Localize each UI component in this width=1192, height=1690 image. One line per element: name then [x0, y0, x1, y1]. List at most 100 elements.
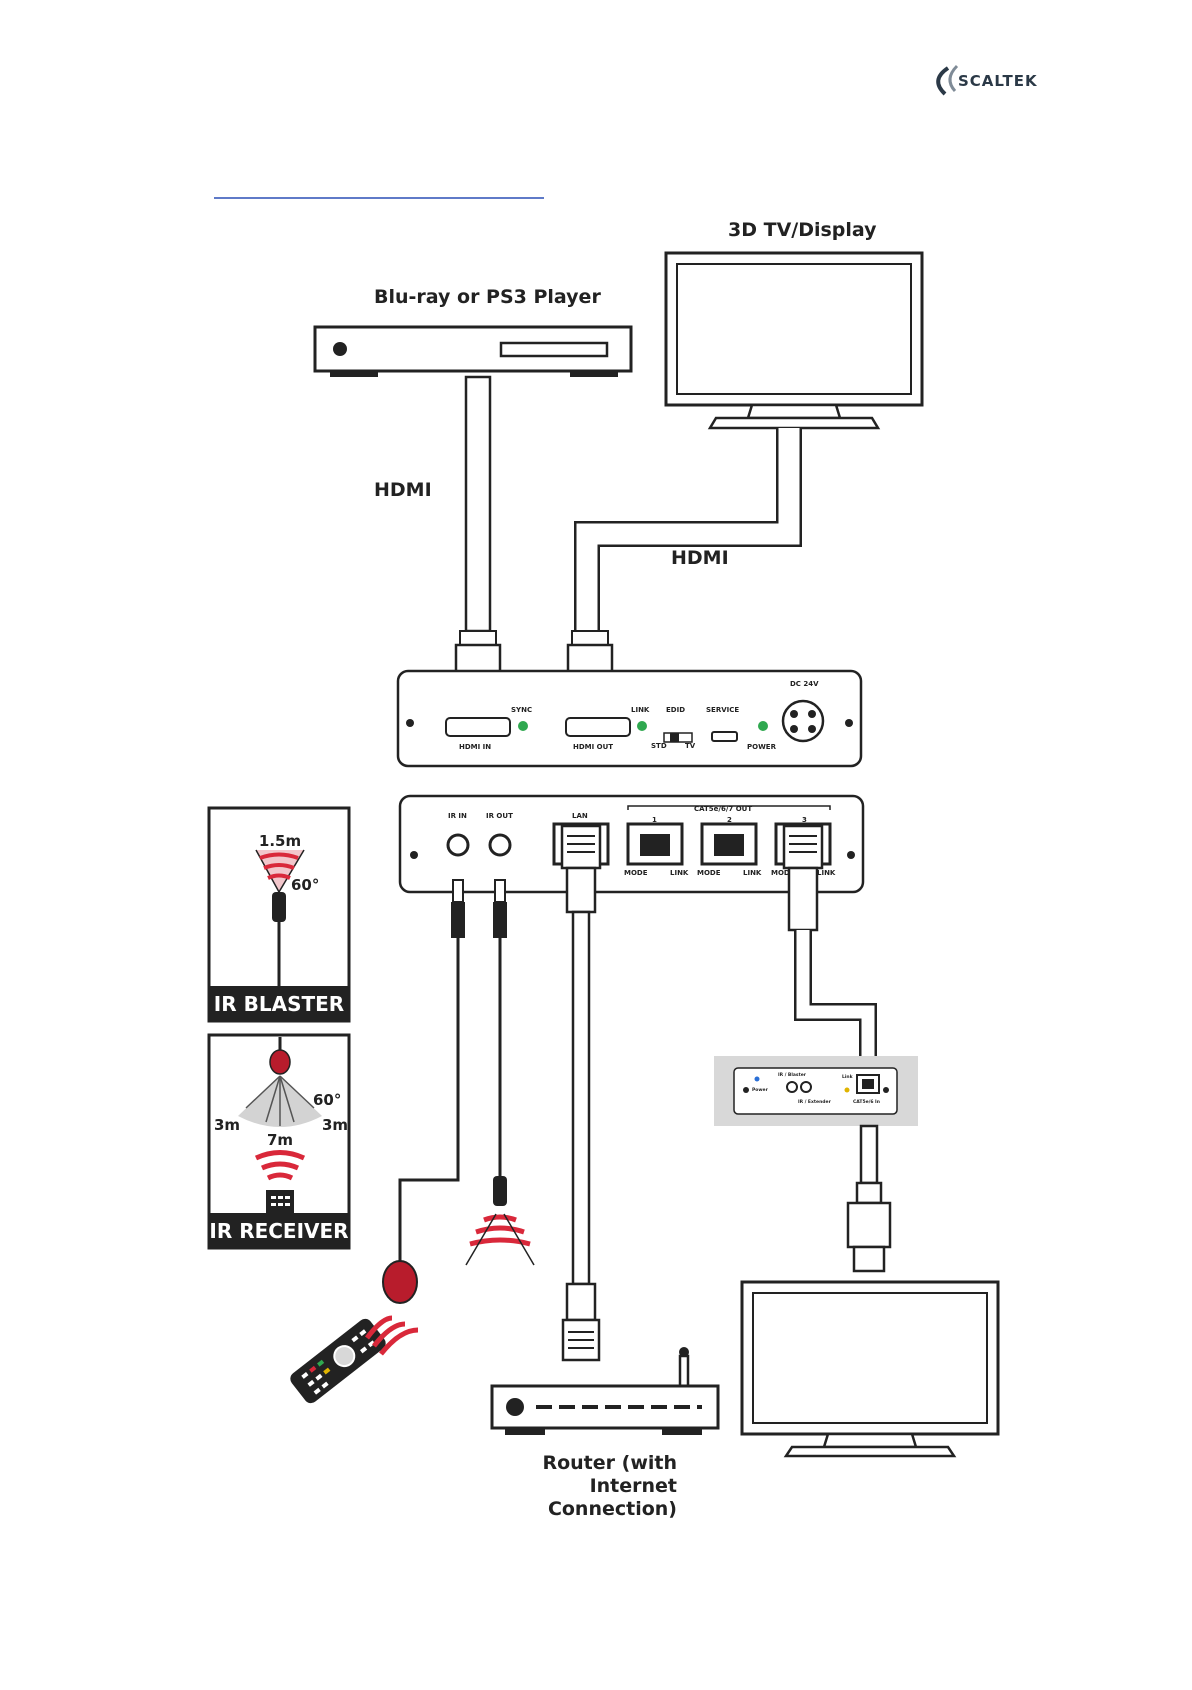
remote-nav-pad	[333, 1345, 356, 1368]
hdmi-in-cable-label: HDMI	[374, 479, 432, 501]
ir-receiver-box: IR RECEIVER 60° 3m 3m 7m	[207, 1033, 351, 1250]
receiver-ir-extender-label: IR / Extender	[798, 1099, 832, 1105]
link-led	[637, 721, 647, 731]
ir-receiver-remote	[266, 1190, 294, 1213]
receiver-power-label: Power	[752, 1087, 769, 1093]
tv-bottom-neck	[822, 1432, 918, 1449]
ir-in-receiver-eye	[382, 1260, 418, 1304]
cat-port-1-number: 1	[652, 816, 657, 824]
tv-bottom-screen	[752, 1292, 988, 1424]
hdmi-output-plug-collar	[571, 630, 609, 646]
edid-switch-knob	[670, 733, 679, 742]
receiver-hdmi-collar	[855, 1181, 883, 1205]
scaltek-logo: SCALTEK	[936, 64, 1037, 96]
lan-cable-wire	[571, 910, 591, 1286]
dc-pin-2	[808, 710, 816, 718]
router-label-line2: Internet	[590, 1475, 677, 1497]
ir-receiver-wave-3	[266, 1172, 294, 1181]
hdmi-out-cable-label: HDMI	[671, 547, 729, 569]
ir-blaster-range: 1.5m	[259, 832, 301, 850]
router-label-line3: Connection)	[548, 1498, 677, 1520]
remote-button-4	[307, 1379, 315, 1387]
player-disc-slot	[499, 341, 609, 358]
cat-port-1-link-label: LINK	[670, 869, 689, 877]
router-antenna-tip	[679, 1347, 689, 1357]
ir-out-cone-left	[465, 1213, 497, 1266]
remote-button-1	[301, 1372, 309, 1379]
ir-out-plug-tip	[494, 879, 506, 903]
ir-receiver-remote-key-5	[278, 1203, 283, 1206]
cat-cable	[794, 930, 877, 1064]
tv-display-top	[664, 251, 924, 430]
hdmi-input-plug-collar	[459, 630, 497, 646]
ir-in-jack	[446, 833, 470, 857]
ir-blaster-wave-1	[267, 873, 291, 880]
ir-receiver-angle: 60°	[313, 1091, 341, 1109]
player-power-button	[333, 342, 347, 356]
remote-button-2	[309, 1365, 317, 1373]
ir-receiver-remote-key-4	[271, 1203, 276, 1206]
receiver-hdmi-plug-tip	[852, 1245, 886, 1273]
ir-receiver-remote-key-6	[285, 1203, 290, 1206]
receiver-screw-left	[743, 1087, 749, 1093]
hdmi-in-port	[445, 717, 511, 737]
ir-out-label: IR OUT	[486, 812, 513, 820]
lan-plug-bottom-boot	[565, 1282, 597, 1322]
front-screw-left	[406, 719, 414, 727]
service-usb-port	[711, 731, 738, 742]
cat-port-2-mode-label: MODE	[697, 869, 721, 877]
cat-plug-top	[782, 824, 824, 932]
ir-receiver-title-bar	[209, 1213, 349, 1248]
router-antenna	[678, 1354, 690, 1388]
edid-std-label: STD	[651, 742, 667, 750]
ir-receiver-arrow-mid-right	[279, 1075, 295, 1123]
bluray-player	[313, 325, 633, 377]
ir-out-jack	[488, 833, 512, 857]
tv-display-bottom	[740, 1280, 1000, 1458]
logo-swoosh-icon	[936, 66, 950, 96]
front-screw-right	[845, 719, 853, 727]
router-power-button	[506, 1398, 524, 1416]
display-label: 3D TV/Display	[728, 219, 877, 241]
tv-top-screen	[676, 263, 912, 395]
ir-receiver-eye	[269, 1049, 291, 1075]
cat-port-3-mode-label: MODE	[771, 869, 795, 877]
hdmi-cable-output-fill	[576, 428, 800, 631]
receiver-hdmi-plug-body	[846, 1201, 892, 1249]
transmitter-front-panel: HDMI IN SYNC HDMI OUT LINK EDID STD TV S…	[396, 669, 863, 768]
cat-out-bracket	[627, 805, 831, 810]
rear-screw-right	[847, 851, 855, 859]
remote-button-12	[367, 1340, 376, 1348]
ir-blaster-angle: 60°	[291, 876, 319, 894]
router-foot-right	[662, 1428, 702, 1435]
ir-in-plug-body	[451, 902, 465, 938]
ir-blaster-head	[272, 892, 286, 922]
power-led	[758, 721, 768, 731]
dc-pin-4	[808, 725, 816, 733]
ir-out-wave-2	[475, 1225, 525, 1235]
hdmi-out-port-label: HDMI OUT	[573, 743, 613, 751]
dc-pin-1	[790, 710, 798, 718]
ir-out-cone-right	[503, 1213, 535, 1266]
ir-blaster-title: IR BLASTER	[214, 992, 344, 1016]
ir-blaster-cone-right	[278, 849, 305, 893]
ir-blaster-wave-2	[263, 863, 295, 870]
cat-port-2-link-label: LINK	[743, 869, 762, 877]
cat-port-2-inner	[714, 834, 744, 856]
ir-in-label: IR IN	[448, 812, 467, 820]
remote-button-5	[315, 1373, 323, 1381]
dc-power-jack	[781, 699, 825, 743]
cat-out-label: CAT5e/6/7 OUT	[694, 805, 752, 813]
ir-out-plug-body	[493, 902, 507, 938]
remote-signal	[365, 1315, 419, 1356]
cat-port-1-inner	[640, 834, 670, 856]
ir-receiver-wave-1	[254, 1150, 306, 1161]
ir-receiver-center-range: 7m	[267, 1131, 293, 1149]
cat-plug-top-boot	[787, 866, 819, 932]
lan-cable	[561, 910, 601, 1362]
link-label: LINK	[631, 706, 650, 714]
remote-wave-3	[379, 1327, 419, 1356]
cat-port-1-mode-label: MODE	[624, 869, 648, 877]
ir-out-cable	[465, 879, 535, 1266]
receiver-link-led	[844, 1087, 850, 1093]
